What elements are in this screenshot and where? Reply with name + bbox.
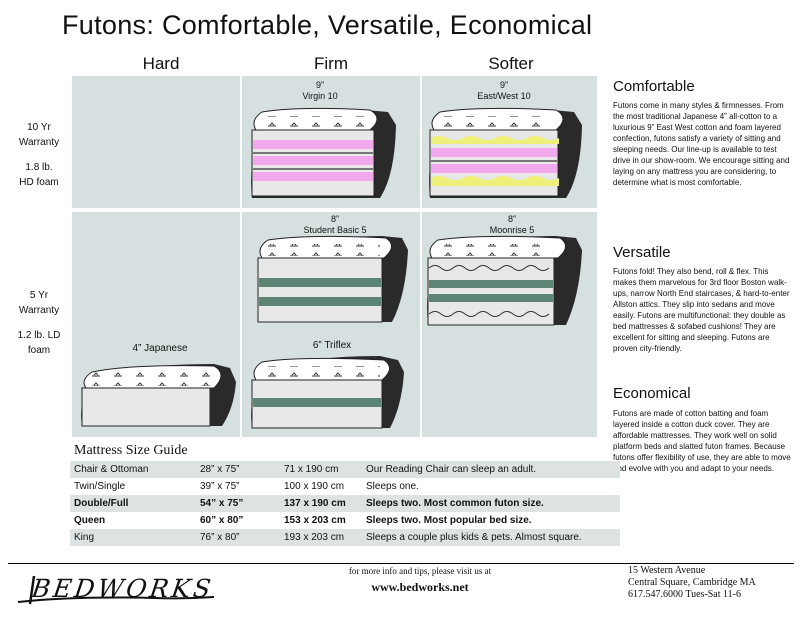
footer-tagline: for more info and tips, please visit us … [348, 566, 492, 576]
size-guide-name: Chair & Ottoman [70, 461, 196, 478]
size-guide-inches: 39” x 75” [200, 481, 240, 492]
size-guide-note: Sleeps a couple plus kids & pets. Almost… [362, 529, 620, 546]
mattress-eastwest [429, 107, 582, 198]
size-guide-cm: 100 x 190 cm [284, 481, 345, 492]
column-header-firm: Firm [314, 54, 348, 73]
size-guide-cm: 137 x 190 cm [280, 495, 362, 512]
size-guide-title: Mattress Size Guide [74, 443, 188, 458]
footer-address: 15 Western Avenue Central Square, Cambri… [628, 565, 756, 601]
eastwest-size: 9” [499, 80, 508, 90]
mattress-triflex [251, 356, 404, 429]
website-link[interactable]: www.bedworks.net [371, 580, 469, 594]
address-line-3: 617.547.6000 Tues-Sat 11-6 [628, 589, 741, 600]
size-guide-cm: 153 x 203 cm [284, 515, 346, 526]
row-label-bottom: 5 Yr Warranty 1.2 lb. LD foam [8, 288, 70, 358]
virgin-size: 9” [315, 80, 324, 90]
size-guide-cm: 193 x 203 cm [280, 529, 362, 546]
foam-label-bottom: 1.2 lb. LD foam [17, 330, 61, 356]
address-line-1: 15 Western Avenue [628, 565, 706, 576]
size-guide-name: King [70, 529, 196, 546]
moonrise-name: Moonrise 5 [489, 225, 535, 235]
size-guide-inches: 76” x 80” [196, 529, 280, 546]
virgin-label: 9” Virgin 10 [260, 80, 380, 102]
heading-economical: Economical [613, 385, 691, 402]
student-name: Student Basic 5 [303, 225, 367, 235]
text-comfortable: Futons come in many styles & firmnesses.… [613, 101, 790, 187]
japanese-label: 4” Japanese [132, 343, 188, 354]
size-guide-row: Queen 60” x 80” 153 x 203 cm Sleeps two. Mo… [70, 512, 620, 529]
size-guide-note: Sleeps one. [366, 481, 419, 492]
moonrise-size: 8” [507, 214, 516, 224]
size-guide-inches: 54” x 75” [196, 495, 280, 512]
size-guide-note: Sleeps two. Most popular bed size. [366, 515, 532, 526]
logo-underline-icon [17, 575, 215, 605]
eastwest-label: 9” East/West 10 [444, 80, 564, 102]
heading-comfortable: Comfortable [613, 78, 695, 95]
student-label: 8” Student Basic 5 [275, 214, 395, 236]
student-size: 8” [330, 214, 339, 224]
virgin-name: Virgin 10 [302, 91, 338, 101]
size-guide-inches: 28” x 75” [196, 461, 280, 478]
row-label-top: 10 Yr Warranty 1.8 lb. HD foam [8, 120, 70, 190]
size-guide-note: Sleeps two. Most common futon size. [362, 495, 620, 512]
heading-versatile: Versatile [613, 244, 671, 261]
footer-divider [8, 563, 794, 564]
mattress-japanese [81, 364, 236, 427]
text-economical: Futons are made of cotton batting and fo… [613, 409, 791, 473]
size-guide-row: Twin/Single 39” x 75” 100 x 190 cm Sleeps o… [70, 478, 620, 495]
size-guide-cm: 71 x 190 cm [280, 461, 362, 478]
size-guide-name: Double/Full [70, 495, 196, 512]
mattress-virgin [251, 107, 396, 198]
mattress-moonrise [427, 235, 582, 326]
size-guide-note: Our Reading Chair can sleep an adult. [362, 461, 620, 478]
eastwest-name: East/West 10 [477, 91, 531, 101]
size-guide-inches: 60” x 80” [200, 515, 244, 526]
triflex-label: 6” Triflex [312, 340, 352, 351]
address-line-2: Central Square, Cambridge MA [628, 577, 756, 588]
logo-text: BEDWORKS [29, 574, 216, 603]
size-guide-name: Queen [74, 515, 106, 526]
panel-hard-top [72, 76, 240, 208]
size-guide-name: Twin/Single [74, 481, 126, 492]
column-header-softer: Softer [488, 54, 534, 73]
warranty-label-top: 10 Yr Warranty [18, 122, 60, 148]
column-header-hard: Hard [142, 54, 180, 73]
text-versatile: Futons fold! They also bend, roll & flex… [613, 267, 790, 353]
warranty-label-bottom: 5 Yr Warranty [18, 290, 60, 316]
moonrise-label: 8” Moonrise 5 [452, 214, 572, 236]
bedworks-logo: BEDWORKS [14, 570, 224, 610]
page-title: Futons: Comfortable, Versatile, Economic… [62, 10, 593, 40]
mattress-student [257, 235, 408, 323]
foam-label-top: 1.8 lb. HD foam [19, 162, 59, 188]
